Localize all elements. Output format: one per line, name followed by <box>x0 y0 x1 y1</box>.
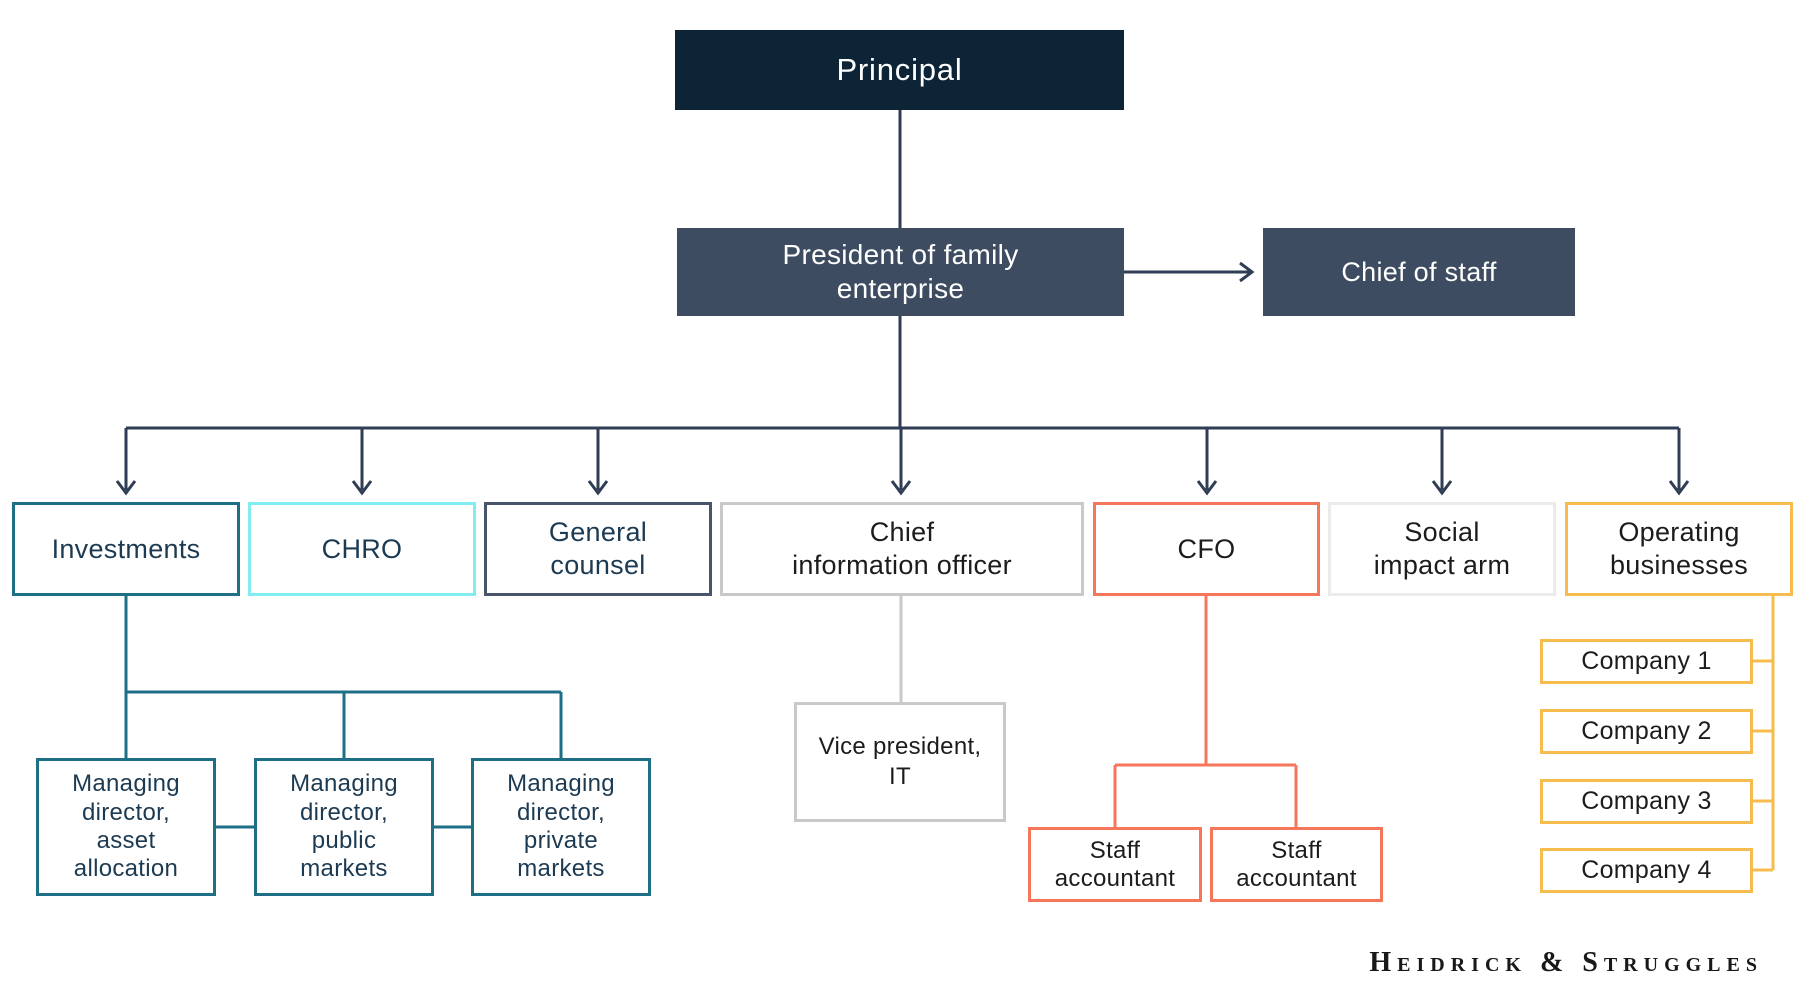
navy-connectors <box>115 110 1690 496</box>
node-chro: CHRO <box>248 502 476 596</box>
node-investments: Investments <box>12 502 240 596</box>
node-chief-of-staff: Chief of staff <box>1263 228 1575 316</box>
node-cfo: CFO <box>1093 502 1320 596</box>
node-chief-information-officer: Chief information officer <box>720 502 1084 596</box>
teal-connectors <box>124 596 563 829</box>
node-social-impact-arm: Social impact arm <box>1328 502 1556 596</box>
orange-connectors <box>1113 596 1298 827</box>
node-general-counsel: General counsel <box>484 502 712 596</box>
gold-connectors <box>1753 596 1775 872</box>
node-managing-director-public-markets: Managing director, public markets <box>254 758 434 896</box>
heidrick-struggles-logo: Heidrick & Struggles <box>1369 947 1763 978</box>
node-company-4: Company 4 <box>1540 848 1753 893</box>
node-managing-director-asset-allocation: Managing director, asset allocation <box>36 758 216 896</box>
node-staff-accountant-2: Staff accountant <box>1210 827 1383 902</box>
node-principal: Principal <box>675 30 1124 110</box>
node-managing-director-private-markets: Managing director, private markets <box>471 758 651 896</box>
node-company-3: Company 3 <box>1540 779 1753 824</box>
node-operating-businesses: Operating businesses <box>1565 502 1793 596</box>
node-staff-accountant-1: Staff accountant <box>1028 827 1202 902</box>
node-vice-president-it: Vice president, IT <box>794 702 1006 822</box>
node-president-of-family-enterprise: President of family enterprise <box>677 228 1124 316</box>
node-company-1: Company 1 <box>1540 639 1753 684</box>
node-company-2: Company 2 <box>1540 709 1753 754</box>
